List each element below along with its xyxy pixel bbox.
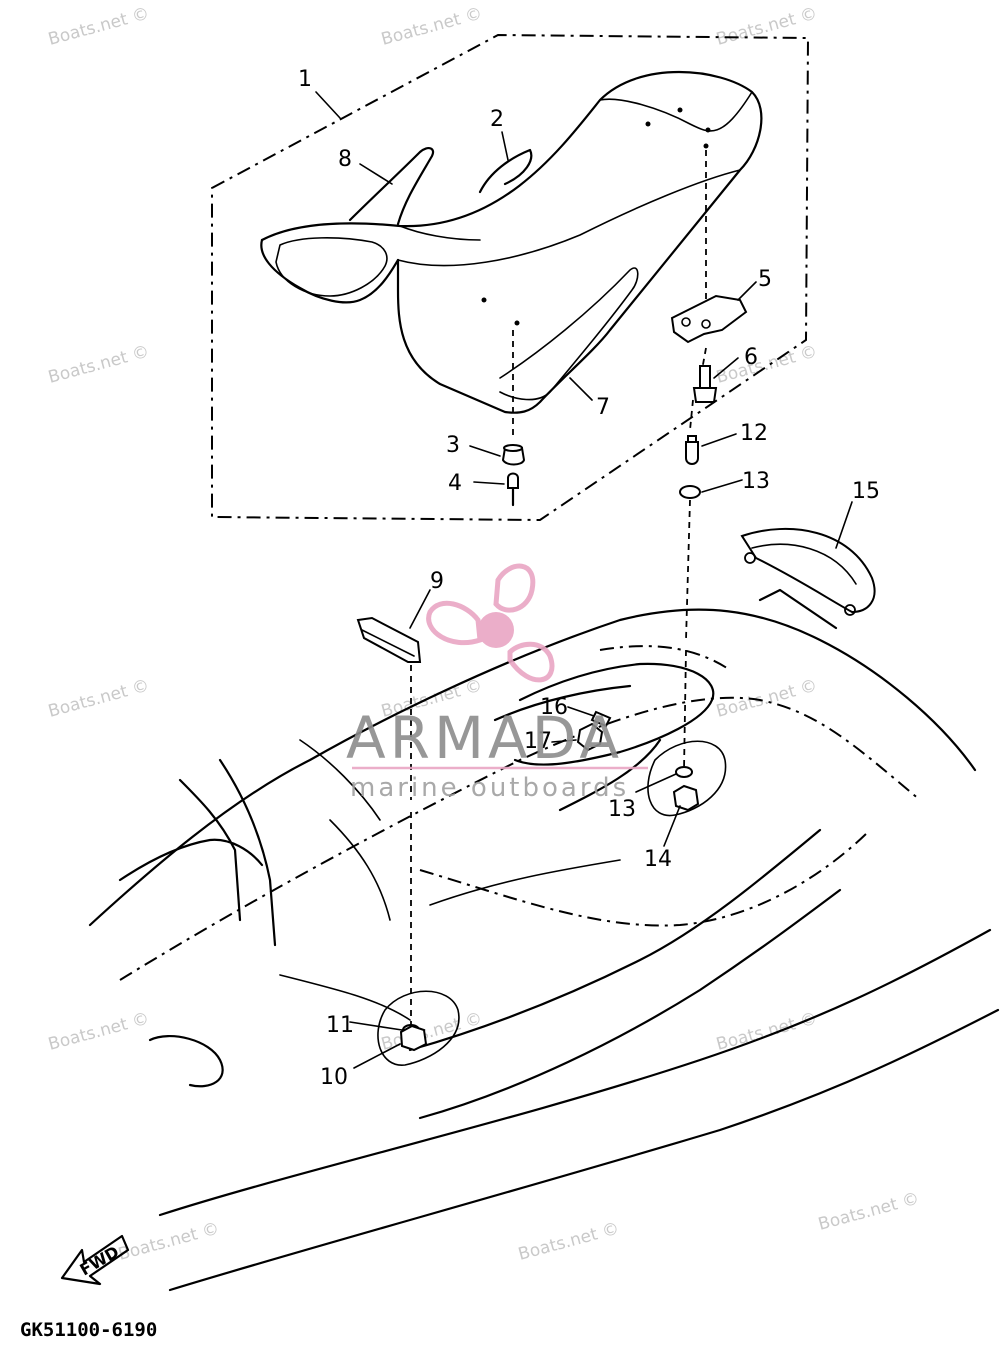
watermark: Boats.net ©	[516, 1219, 621, 1265]
watermark: Boats.net ©	[816, 1189, 921, 1235]
callout-11: 11	[326, 1013, 354, 1038]
bracket-part-9	[356, 616, 422, 663]
nut-part-17	[576, 722, 604, 752]
callout-13-lower: 13	[608, 797, 636, 822]
bracket-part-5	[670, 294, 748, 344]
forward-label: FWD	[77, 1242, 123, 1279]
watermark: Boats.net ©	[46, 4, 151, 50]
callout-10: 10	[320, 1065, 348, 1090]
callout-8: 8	[338, 147, 352, 172]
watermark: Boats.net ©	[46, 676, 151, 722]
screw-part-16	[590, 710, 612, 728]
callout-13-upper: 13	[742, 469, 770, 494]
callout-1: 1	[298, 67, 312, 92]
callout-15: 15	[852, 479, 880, 504]
nut-part-10	[399, 1024, 428, 1052]
grommet-pad-right	[647, 740, 727, 817]
cover-part-15	[740, 527, 876, 616]
callout-7: 7	[596, 395, 610, 420]
watermark: Boats.net ©	[116, 1219, 221, 1265]
diagram-code: GK51100-6190	[20, 1319, 157, 1341]
armada-brand-tagline: marine outboards	[350, 773, 629, 803]
callout-2: 2	[490, 107, 504, 132]
watermark: Boats.net ©	[46, 342, 151, 388]
watermark: Boats.net ©	[379, 4, 484, 50]
propeller-icon	[426, 563, 555, 683]
bolt-part-6	[692, 365, 718, 403]
watermark: Boats.net ©	[46, 1009, 151, 1055]
callout-labels: 1 2 3 4 5 6 7 8 9 10 11 12 13 13 14 15 1…	[298, 67, 880, 1090]
callout-16: 16	[540, 695, 568, 720]
callout-5: 5	[758, 267, 772, 292]
callout-6: 6	[744, 345, 758, 370]
callout-17: 17	[524, 729, 552, 754]
watermark: Boats.net ©	[714, 4, 819, 50]
grommet-part-3	[501, 444, 526, 466]
washer-part-13-upper	[679, 485, 701, 499]
nut-part-14	[672, 784, 700, 812]
seat-cushion	[260, 70, 763, 414]
callout-9: 9	[430, 569, 444, 594]
grommet-pad-left	[377, 990, 460, 1066]
pin-part-4	[507, 472, 519, 507]
seat-assembly-boundary	[211, 33, 810, 522]
callout-leaders	[315, 91, 853, 1069]
armada-brand-name: ARMADA	[346, 704, 623, 772]
armada-logo: ARMADA marine outboards	[346, 563, 648, 803]
callout-4: 4	[448, 471, 462, 496]
assembly-guide-lines	[410, 150, 707, 1025]
callout-12: 12	[740, 421, 768, 446]
callout-3: 3	[446, 433, 460, 458]
washer-part-13-lower	[675, 766, 693, 778]
watermark: Boats.net ©	[714, 1009, 819, 1055]
callout-14: 14	[644, 847, 672, 872]
stud-part-12	[685, 435, 699, 465]
forward-direction-arrow: FWD	[60, 1234, 130, 1286]
